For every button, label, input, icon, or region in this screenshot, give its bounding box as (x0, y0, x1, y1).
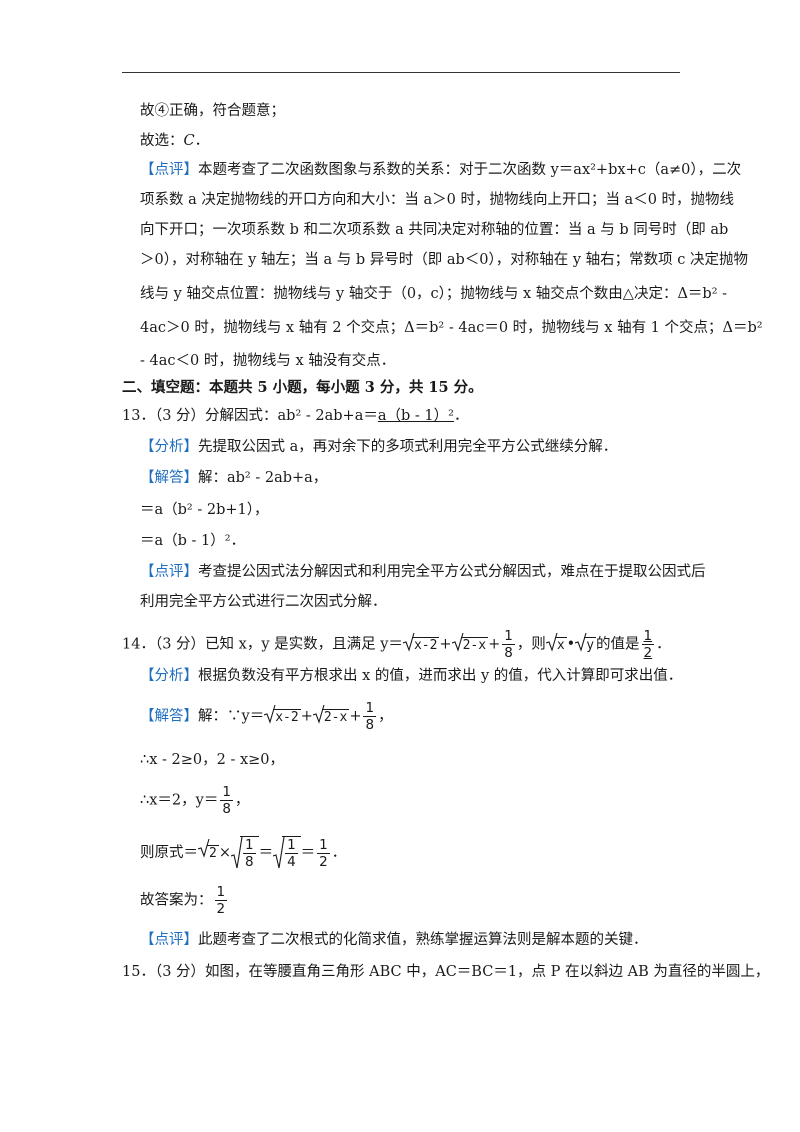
conclusion-line: 故④正确，符合题意； (140, 103, 285, 119)
q13-stem: 13．（3 分）分解因式：ab² - 2ab+a＝a（b - 1）²． (122, 408, 469, 424)
q13-solution-1: 【解答】解：ab² - 2ab+a， (140, 470, 328, 486)
sqrt-x-minus-2: x-2 (264, 704, 301, 730)
q13-answer: a（b - 1）² (377, 408, 454, 424)
solution-tag: 【解答】 (140, 708, 198, 725)
q13-solution-3: ＝a（b - 1）²． (140, 533, 246, 549)
q13-review-2: 利用完全平方公式进行二次因式分解． (140, 594, 387, 610)
sqrt-y: y (575, 632, 597, 658)
q14-review: 【点评】此题考查了二次根式的化简求值，熟练掌握运算法则是解本题的关键． (140, 932, 648, 948)
solution-tag: 【解答】 (140, 470, 198, 486)
analysis-tag: 【分析】 (140, 439, 198, 455)
sqrt-2-minus-x: 2-x (451, 632, 489, 658)
review-line-1: 【点评】本题考查了二次函数图象与系数的关系：对于二次函数 y＝ax²+bx+c（… (140, 162, 742, 178)
sqrt-x: x (545, 632, 567, 658)
sqrt-2-minus-x: 2-x (312, 704, 350, 730)
q14-solution-2: ∴x - 2≥0，2 - x≥0， (140, 752, 285, 768)
sqrt-2: 2 (198, 838, 219, 868)
q13-analysis: 【分析】先提取公因式 a，再对余下的多项式利用完全平方公式继续分解． (140, 439, 618, 455)
review-line-4: ＞0），对称轴在 y 轴左；当 a 与 b 异号时（即 ab＜0），对称轴在 y… (140, 252, 749, 268)
sqrt-x-minus-2: x-2 (402, 632, 440, 658)
review-tag: 【点评】 (140, 564, 198, 580)
q13-solution-2: ＝a（b² - 2b+1）， (140, 502, 269, 518)
q14-analysis: 【分析】根据负数没有平方根求出 x 的值，进而求出 y 的值，代入计算即可求出值… (140, 668, 683, 684)
review-line-2: 项系数 a 决定抛物线的开口方向和大小：当 a＞0 时，抛物线向上开口；当 a＜… (140, 192, 735, 208)
review-line-5: 线与 y 轴交点位置：抛物线与 y 轴交于（0，c）；抛物线与 x 轴交点个数由… (140, 286, 728, 302)
analysis-tag: 【分析】 (140, 668, 198, 684)
review-tag: 【点评】 (140, 162, 198, 178)
choice-line: 故选：C． (140, 133, 210, 149)
review-line-7: - 4ac＜0 时，抛物线与 x 轴没有交点． (140, 353, 396, 369)
review-line-3: 向下开口；一次项系数 b 和二次项系数 a 共同决定对称轴的位置：当 a 与 b… (140, 222, 729, 238)
q15-stem: 15．（3 分）如图，在等腰直角三角形 ABC 中，AC＝BC＝1，点 P 在以… (122, 964, 770, 980)
section-heading: 二、填空题：本题共 5 小题，每小题 3 分，共 15 分。 (122, 379, 483, 396)
review-line-6: 4ac＞0 时，抛物线与 x 轴有 2 个交点；Δ＝b² - 4ac＝0 时，抛… (140, 320, 763, 336)
header-rule (122, 72, 680, 73)
q13-review-1: 【点评】考查提公因式法分解因式和利用完全平方公式分解因式，难点在于提取公因式后 (140, 564, 706, 580)
review-tag: 【点评】 (140, 932, 198, 948)
